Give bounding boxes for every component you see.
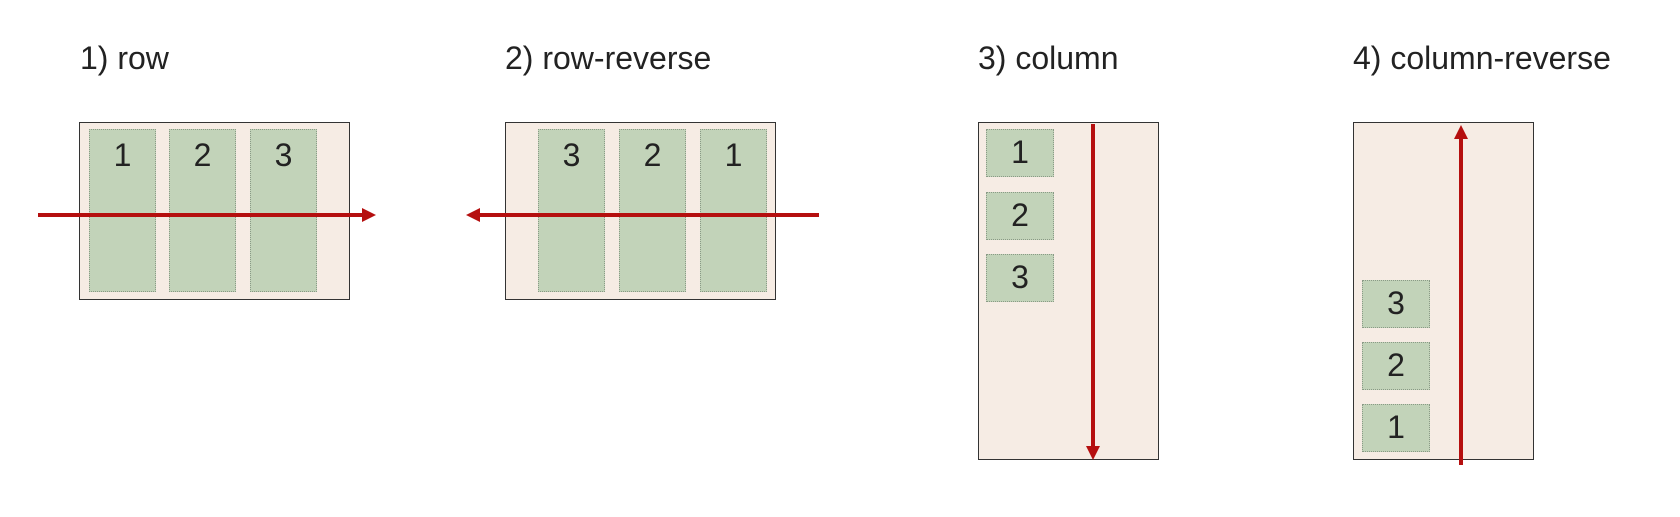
flex-item: 1 xyxy=(1362,404,1430,452)
flex-container: 1 2 3 xyxy=(79,122,350,300)
flex-item: 3 xyxy=(538,129,605,292)
panel-row-reverse: 2) row-reverse 3 2 1 xyxy=(460,0,860,517)
flex-container: 3 2 1 xyxy=(1353,122,1534,460)
direction-arrow xyxy=(466,208,819,222)
panel-title: 1) row xyxy=(80,40,169,76)
flex-item: 2 xyxy=(1362,342,1430,390)
panel-title: 2) row-reverse xyxy=(505,40,712,76)
flex-container: 1 2 3 xyxy=(978,122,1159,460)
flex-item: 1 xyxy=(89,129,156,292)
flex-item: 1 xyxy=(986,129,1054,177)
flex-item: 1 xyxy=(700,129,767,292)
flex-item: 3 xyxy=(1362,280,1430,328)
panel-column-reverse: 4) column-reverse 3 2 1 xyxy=(1320,0,1680,517)
direction-arrow xyxy=(38,208,376,222)
direction-arrow xyxy=(1086,124,1100,460)
flex-item: 3 xyxy=(986,254,1054,302)
flex-container: 3 2 1 xyxy=(505,122,776,300)
panel-title: 4) column-reverse xyxy=(1353,40,1611,76)
panel-title: 3) column xyxy=(978,40,1119,76)
flex-item: 2 xyxy=(986,192,1054,240)
flex-item: 2 xyxy=(619,129,686,292)
direction-arrow xyxy=(1454,125,1468,465)
flex-item: 2 xyxy=(169,129,236,292)
flex-item: 3 xyxy=(250,129,317,292)
panel-row: 1) row 1 2 3 xyxy=(0,0,400,517)
panel-column: 3) column 1 2 3 xyxy=(960,0,1320,517)
